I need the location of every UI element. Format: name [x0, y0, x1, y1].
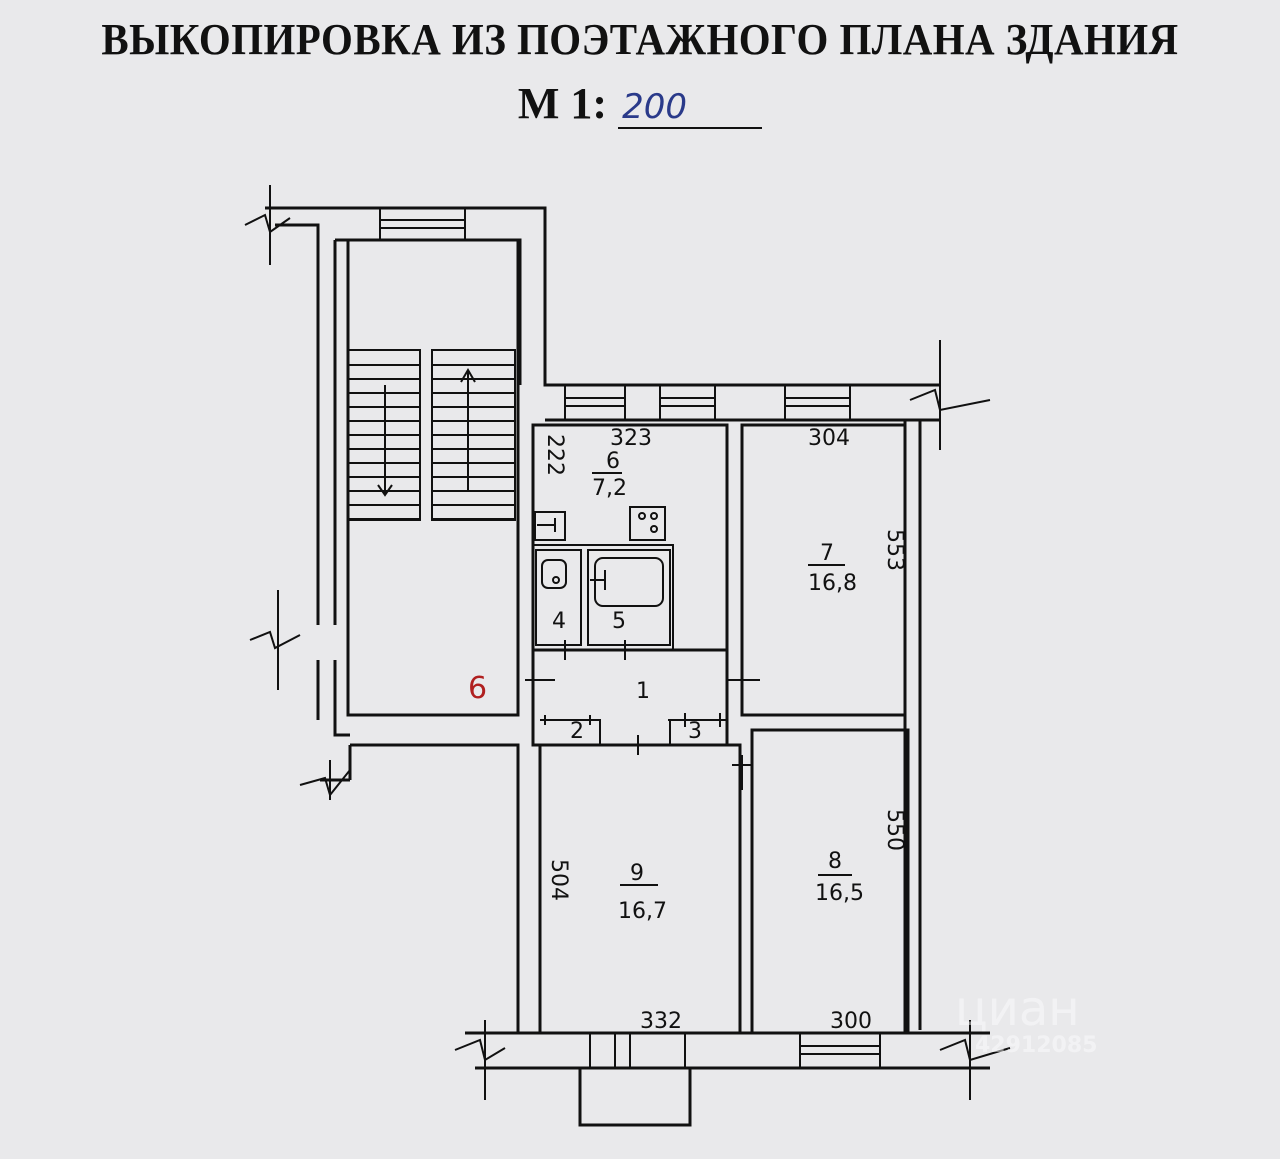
- rooms: [525, 423, 910, 1035]
- room-5-number: 5: [612, 609, 626, 634]
- room-7-number: 7: [820, 541, 834, 566]
- room-4-number: 4: [552, 609, 566, 634]
- scale-value: 200: [618, 87, 763, 129]
- dim-kitchen-width: 323: [610, 426, 652, 451]
- room-9-number: 9: [630, 861, 644, 886]
- scale-label: М 1:: [517, 79, 608, 128]
- dim-room9-depth: 504: [546, 859, 571, 901]
- walls: [265, 206, 990, 1127]
- watermark: циан 42912085: [955, 981, 1097, 1058]
- dim-room8-depth: 550: [882, 809, 907, 851]
- stove-icon: [629, 506, 666, 541]
- room-3-number: 3: [688, 719, 702, 744]
- up-arrow-icon: [460, 368, 476, 490]
- floor-number-mark: 6: [468, 671, 487, 706]
- room-8-number: 8: [828, 849, 842, 874]
- watermark-brand: циан: [955, 981, 1080, 1037]
- toilet-icon: [541, 559, 567, 589]
- dim-room8-width: 300: [830, 1009, 872, 1034]
- down-arrow-icon: [377, 385, 393, 497]
- sink-icon: [534, 511, 566, 541]
- room-6-area: 7,2: [592, 476, 627, 501]
- room-8-area: 16,5: [815, 881, 864, 906]
- room-7: [740, 423, 907, 717]
- document-title: ВЫКОПИРОВКА ИЗ ПОЭТАЖНОГО ПЛАНА ЗДАНИЯ: [101, 15, 1179, 64]
- dim-room7-width: 304: [808, 426, 850, 451]
- room-2-number: 2: [570, 719, 584, 744]
- room-6-number: 6: [606, 449, 620, 474]
- windows: [379, 207, 881, 1069]
- staircase: [347, 349, 516, 521]
- room-1-number: 1: [636, 679, 650, 704]
- bathtub-icon: [594, 557, 664, 607]
- dim-room7-depth: 553: [882, 529, 907, 571]
- room-kitchen: [531, 423, 729, 652]
- room-5-bath: [587, 549, 671, 646]
- break-marks: [244, 185, 1011, 1100]
- dim-room9-width: 332: [640, 1009, 682, 1034]
- labels: 323 222 6 7,2 4 5 1 2 3 6 304 553 7 16,8…: [468, 426, 907, 1034]
- watermark-id: 42912085: [975, 1033, 1097, 1058]
- room-9-area: 16,7: [618, 899, 667, 924]
- room-8: [750, 728, 910, 1035]
- room-4-wc: [535, 549, 582, 646]
- room-7-area: 16,8: [808, 571, 857, 596]
- scale-line: М 1: 200: [0, 78, 1280, 129]
- dim-kitchen-depth: 222: [542, 434, 567, 476]
